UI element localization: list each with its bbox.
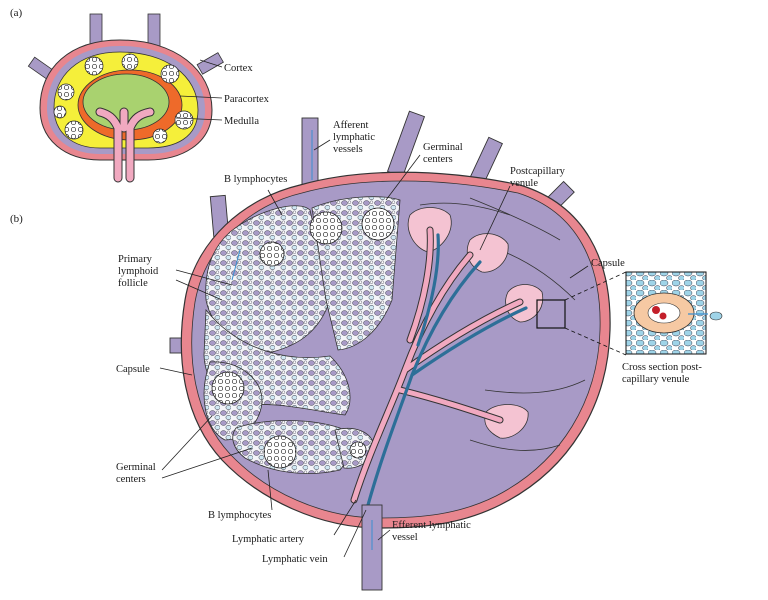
label-paracortex: Paracortex [224,94,270,105]
label-cortex: Cortex [224,63,253,74]
label-capsule-left: Capsule [116,364,150,375]
label-capsule-right: Capsule [591,258,625,269]
lymphatic-vein [366,233,528,507]
label-lymphatic-vein: Lymphatic vein [262,554,328,565]
label-b-lymphocytes-bottom: B lymphocytes [208,510,271,521]
label-cross-section: Cross section post- capillary venule [622,362,705,385]
label-primary-lymphoid-follicle: Primary lymphoid follicle [118,254,161,289]
label-germinal-centers-top: Germinal centers [423,142,465,165]
cross-section-inset [625,271,723,355]
label-postcapillary-venule: Postcapillary venule [510,166,567,189]
panel-b-diagram: (a) (b) Cortex Paracortex Medulla Affere… [10,7,723,591]
panel-b-label: (b) [10,213,23,225]
panel-a-diagram [27,13,224,183]
label-efferent-vessel: Efferent lymphatic vessel [392,520,473,543]
label-afferent: Afferent lymphatic vessels [333,120,378,155]
label-lymphatic-artery: Lymphatic artery [232,534,305,545]
label-b-lymphocytes-top: B lymphocytes [224,174,287,185]
label-medulla: Medulla [224,116,259,127]
label-germinal-centers-bottom: Germinal centers [116,462,158,485]
panel-a-label: (a) [10,7,23,19]
